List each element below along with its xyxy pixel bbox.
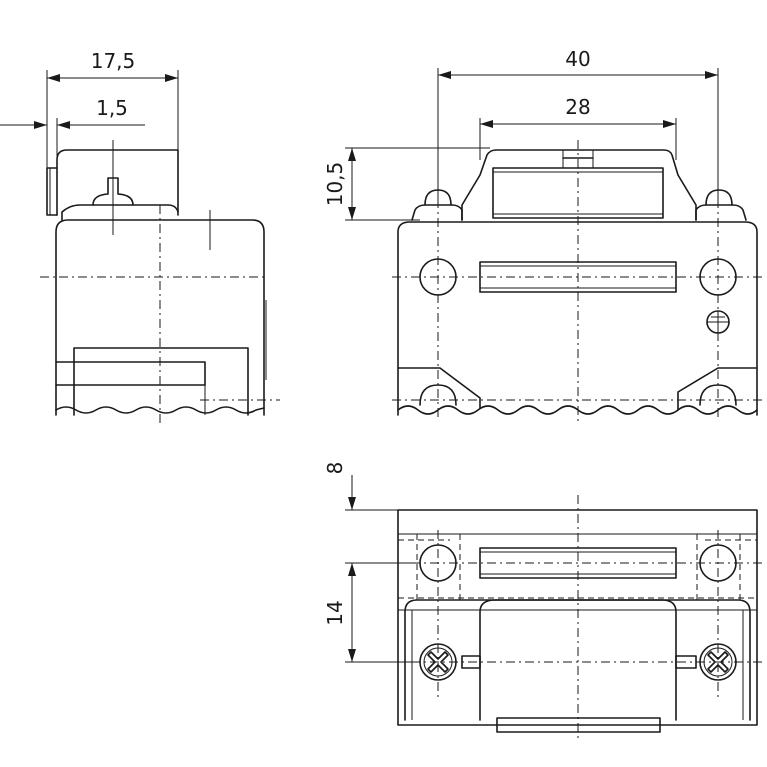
- front-view: 40 28 10,5: [323, 47, 762, 425]
- dim-front-height: 10,5: [323, 162, 347, 207]
- dim-front-overall-width: 40: [565, 47, 590, 71]
- bottom-view: 8 14: [323, 462, 762, 740]
- dim-bottom-top-offset: 8: [323, 462, 347, 475]
- side-view: 17,5 1,5: [0, 49, 280, 425]
- dim-side-pin-offset: 1,5: [96, 96, 128, 120]
- dim-front-inner-width: 28: [565, 95, 590, 119]
- dim-bottom-screw-offset: 14: [323, 600, 347, 625]
- dim-side-overall-depth: 17,5: [91, 49, 136, 73]
